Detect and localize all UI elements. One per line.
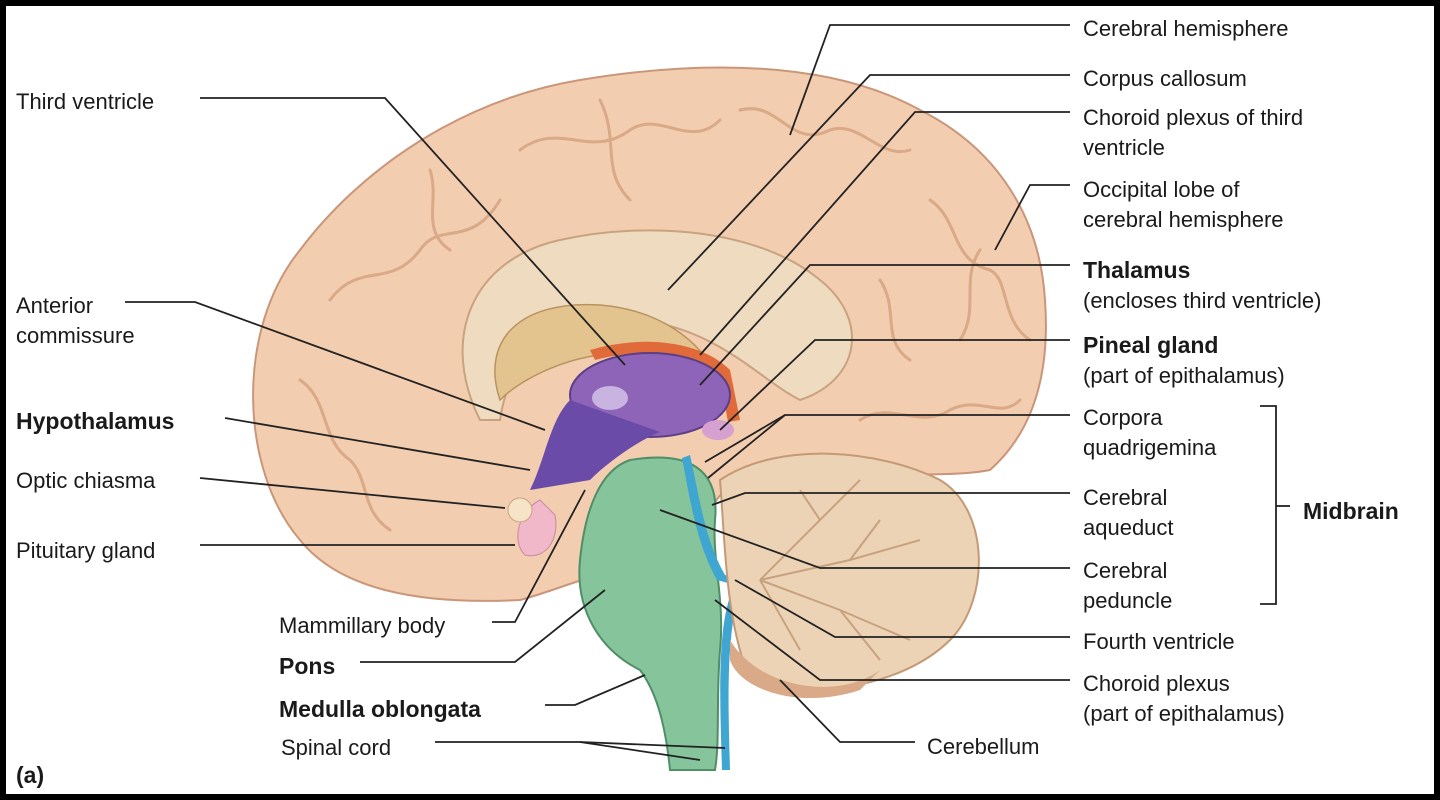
label-medulla-oblongata: Medulla oblongata (279, 696, 481, 722)
pineal-gland (702, 420, 734, 440)
label-cerebral-peduncle-line2: peduncle (1083, 588, 1173, 613)
label-thalamus-note: (encloses third ventricle) (1083, 288, 1322, 313)
label-optic-chiasma: Optic chiasma (16, 468, 156, 493)
label-choroid-plexus-line1: Choroid plexus (1083, 671, 1230, 696)
hypothalamus (530, 400, 660, 490)
label-corpus-callosum: Corpus callosum (1083, 66, 1247, 91)
label-spinal-cord: Spinal cord (281, 735, 392, 760)
label-third-ventricle: Third ventricle (16, 89, 155, 114)
label-cerebral-peduncle-line1: Cerebral (1083, 558, 1168, 583)
label-cerebral-aqueduct-line1: Cerebral (1083, 485, 1168, 510)
leader-lines (125, 24, 1290, 761)
label-pineal-note: (part of epithalamus) (1083, 363, 1285, 388)
label-choroid-plexus-line2: (part of epithalamus) (1083, 701, 1285, 726)
choroid-plexus-third-ventricle (590, 341, 740, 422)
brainstem (578, 456, 723, 771)
label-occipital-lobe-line2: cerebral hemisphere (1083, 207, 1284, 232)
cerebellum-lower (730, 640, 880, 699)
label-pituitary-gland: Pituitary gland (16, 538, 156, 563)
label-anterior-commissure-line1: Anterior (16, 293, 94, 318)
label-choroid-plexus-third-line1: Choroid plexus of third (1083, 105, 1304, 130)
label-fourth-ventricle: Fourth ventricle (1083, 629, 1235, 654)
label-occipital-lobe-line1: Occipital lobe of (1083, 177, 1240, 202)
label-pons: Pons (279, 653, 336, 679)
label-cerebral-aqueduct-line2: aqueduct (1083, 515, 1174, 540)
label-hypothalamus: Hypothalamus (16, 408, 175, 434)
label-mammillary-body: Mammillary body (279, 613, 446, 638)
label-corpora-quadrigemina-line2: quadrigemina (1083, 435, 1217, 460)
optic-chiasma-shape (507, 497, 533, 523)
label-cerebellum: Cerebellum (927, 734, 1040, 759)
interthalamic-adhesion (592, 386, 628, 410)
label-corpora-quadrigemina-line1: Corpora (1083, 405, 1163, 430)
label-midbrain: Midbrain (1303, 498, 1399, 524)
label-thalamus: Thalamus (1083, 257, 1191, 283)
label-pineal-gland: Pineal gland (1083, 332, 1219, 358)
label-cerebral-hemisphere: Cerebral hemisphere (1083, 16, 1289, 41)
brain-illustration (125, 24, 1290, 771)
cerebellum (718, 452, 980, 691)
label-anterior-commissure-line2: commissure (16, 323, 135, 348)
diagram-frame: Third ventricle Anterior commissure Hypo… (6, 6, 1434, 794)
panel-label: (a) (16, 762, 45, 788)
label-choroid-plexus-third-line2: ventricle (1083, 135, 1165, 160)
